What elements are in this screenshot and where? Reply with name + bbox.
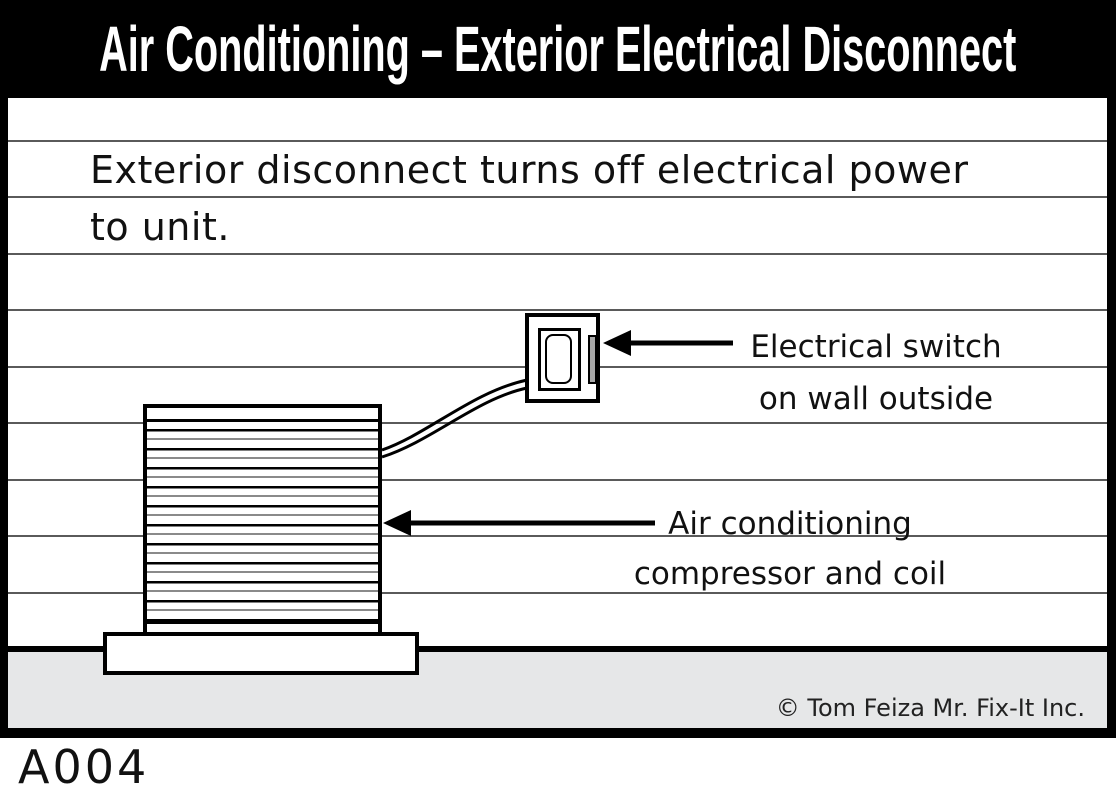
unit-callout-line2: compressor and coil [633,556,947,592]
intro-caption-line1: Exterior disconnect turns off electrical… [90,148,969,192]
siding-line [8,592,1107,594]
siding-line [8,309,1107,311]
switch-callout-line1: Electrical switch [750,329,1002,365]
title-bar: Air Conditioning – Exterior Electrical D… [0,0,1116,98]
ac-compressor-unit [143,404,382,636]
siding-line [8,479,1107,481]
switch-lever [588,335,597,384]
ac-coil-fins [147,419,378,624]
unit-callout-line1: Air conditioning [668,506,912,542]
switch-callout-line2: on wall outside [758,381,994,417]
figure-id: A004 [18,740,150,785]
copyright-notice: © Tom Feiza Mr. Fix-It Inc. [775,694,1085,722]
disconnect-switch-box [525,313,600,403]
siding-line [8,253,1107,255]
concrete-pad [103,632,419,675]
intro-caption-line2: to unit. [90,205,230,249]
siding-line [8,196,1107,198]
diagram-canvas: Exterior disconnect turns off electrical… [0,98,1116,738]
switch-callout-label: Electrical switch on wall outside [676,321,1076,425]
unit-callout-label: Air conditioning compressor and coil [590,499,990,599]
switch-door [538,328,581,391]
siding-line [8,422,1107,424]
intro-caption: Exterior disconnect turns off electrical… [90,142,968,256]
siding-line [8,535,1107,537]
siding-line [8,140,1107,142]
page-title: Air Conditioning – Exterior Electrical D… [99,13,1017,85]
switch-rocker [545,334,572,384]
ground-line [8,646,1107,652]
